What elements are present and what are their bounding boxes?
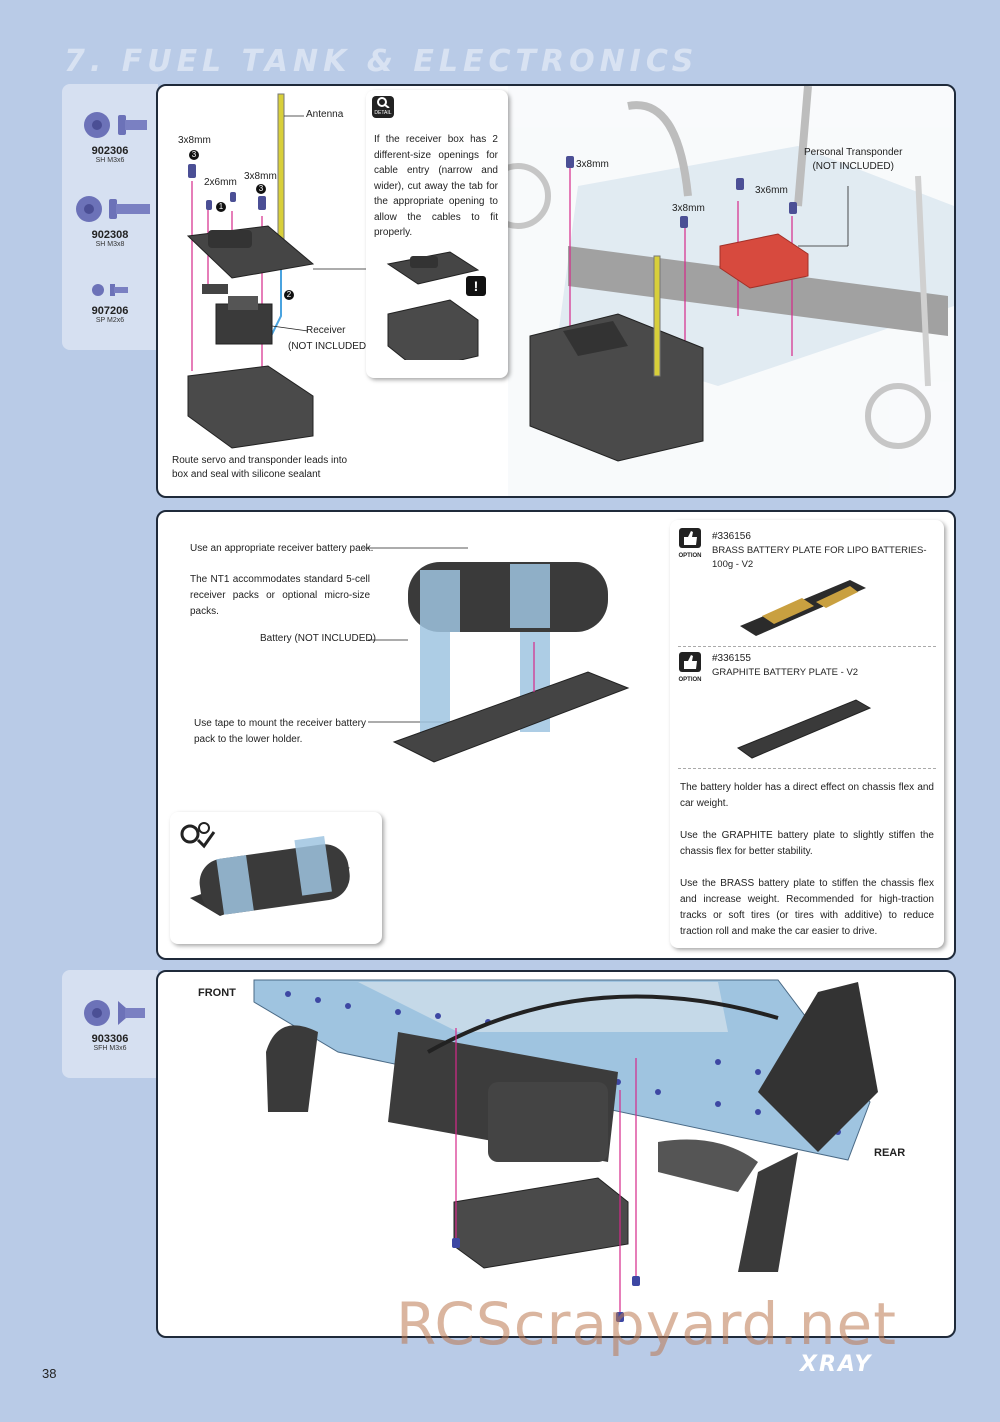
- screw-size-label: 3x8mm: [244, 171, 277, 182]
- step-3-marker: 3: [256, 184, 266, 194]
- tape-instruction: Use tape to mount the receiver battery p…: [194, 718, 366, 745]
- part-903306: 903306 SFH M3x6: [62, 998, 158, 1052]
- gears-check-icon: [180, 822, 216, 849]
- watermark: RCScrapyard.net: [396, 1290, 897, 1358]
- detail-callout: DETAIL If the receiver box has 2 differe…: [366, 90, 508, 378]
- part-code: SP M2x6: [95, 317, 125, 324]
- screw-size-label: 2x6mm: [204, 177, 237, 188]
- option-2-number: #336155: [712, 653, 751, 664]
- screw-size-label: 3x8mm: [178, 135, 211, 146]
- parts-sidebar-top: 902306 SH M3x6 902308 SH M3x8 907206 SP …: [62, 84, 158, 350]
- receiver-label: Receiver: [306, 325, 346, 336]
- route-line-1: Route servo and transponder leads into: [172, 455, 348, 466]
- detail-icon: DETAIL: [372, 96, 394, 118]
- option-divider: [678, 768, 936, 769]
- thumbs-up-icon: [679, 528, 701, 548]
- chassis-illustration: [253, 979, 878, 1322]
- option-divider: [678, 646, 936, 647]
- route-line-2: box and seal with silicone sealant: [172, 469, 321, 480]
- page-title: 7. FUEL TANK & ELECTRONICS: [64, 44, 699, 79]
- battery-illustration: [362, 547, 630, 763]
- socket-head-screw-icon: [76, 196, 150, 222]
- brass-note: Use the BRASS battery plate to stiffen t…: [680, 878, 934, 937]
- transponder-line-2: (NOT INCLUDED): [812, 161, 894, 172]
- small-screw-icon: [92, 284, 128, 296]
- micro-pack-illustration: [180, 822, 350, 916]
- step-2-marker: 2: [284, 290, 294, 300]
- part-number: 903306: [91, 1033, 129, 1045]
- part-code: SFH M3x6: [93, 1045, 127, 1052]
- holder-note: The battery holder has a direct effect o…: [680, 782, 934, 809]
- page-number: 38: [42, 1366, 57, 1381]
- option-tag: OPTION: [678, 553, 702, 559]
- part-code: SH M3x8: [95, 241, 125, 248]
- rear-label: REAR: [874, 1147, 906, 1159]
- screw-size-label: 3x6mm: [755, 185, 788, 196]
- battery-label: Battery (NOT INCLUDED): [260, 633, 376, 644]
- option-2-name: GRAPHITE BATTERY PLATE - V2: [712, 667, 859, 678]
- option-badge: OPTION: [678, 652, 702, 683]
- transponder-line-1: Personal Transponder: [804, 147, 903, 158]
- antenna-label: Antenna: [306, 109, 344, 120]
- receiver-note: (NOT INCLUDED): [288, 341, 370, 352]
- part-number: 902306: [91, 145, 129, 157]
- warning-icon: !: [466, 276, 486, 296]
- brand-logo: XRAY: [800, 1352, 873, 1377]
- screw-size-label: 3x8mm: [576, 159, 609, 170]
- flat-head-screw-icon: [84, 112, 147, 138]
- part-902306: 902306 SH M3x6: [62, 110, 158, 164]
- transponder-label: Personal Transponder (NOT INCLUDED): [804, 146, 902, 174]
- receiver-box-panel: Antenna 3x8mm 3 2x6mm 1 3x8mm 3 2 Receiv…: [156, 84, 956, 498]
- option-badge: OPTION: [678, 528, 702, 559]
- nt1-capacity-note: The NT1 accommodates standard 5-cell rec…: [190, 574, 370, 617]
- option-tag: OPTION: [678, 677, 702, 683]
- receiver-box-illustration: [186, 86, 954, 496]
- option-1-name: BRASS BATTERY PLATE FOR LIPO BATTERIES-1…: [712, 545, 927, 570]
- countersunk-screw-icon: [84, 1000, 145, 1026]
- screw-size-label: 3x8mm: [672, 203, 705, 214]
- chassis-mount-panel: FRONT REAR: [156, 970, 956, 1338]
- detail-tag: DETAIL: [374, 110, 392, 116]
- part-907206: 907206 SP M2x6: [62, 280, 158, 324]
- battery-panel: Use an appropriate receiver battery pack…: [156, 510, 956, 960]
- step-3-marker: 3: [189, 150, 199, 160]
- magnifier-icon: [377, 97, 390, 109]
- option-1-number: #336156: [712, 531, 751, 542]
- front-label: FRONT: [198, 987, 236, 999]
- battery-tip: Use an appropriate receiver battery pack…: [190, 543, 374, 554]
- receiver-box-detail-illustration: [386, 251, 480, 360]
- graphite-plate-illustration: [736, 699, 872, 759]
- part-number: 907206: [91, 305, 129, 317]
- thumbs-up-icon: [679, 652, 701, 672]
- parts-sidebar-bottom: 903306 SFH M3x6: [62, 970, 158, 1078]
- step-1-marker: 1: [216, 202, 226, 212]
- brass-plate-illustration: [740, 580, 866, 636]
- detail-text: If the receiver box has 2 different-size…: [374, 134, 498, 238]
- alternate-pack-inset: [170, 812, 382, 944]
- route-instruction: Route servo and transponder leads into b…: [172, 454, 347, 482]
- part-902308: 902308 SH M3x8: [62, 194, 158, 248]
- graphite-note: Use the GRAPHITE battery plate to slight…: [680, 830, 934, 857]
- part-code: SH M3x6: [95, 157, 125, 164]
- part-number: 902308: [91, 229, 129, 241]
- option-parts-box: OPTION #336156 BRASS BATTERY PLATE FOR L…: [670, 520, 944, 948]
